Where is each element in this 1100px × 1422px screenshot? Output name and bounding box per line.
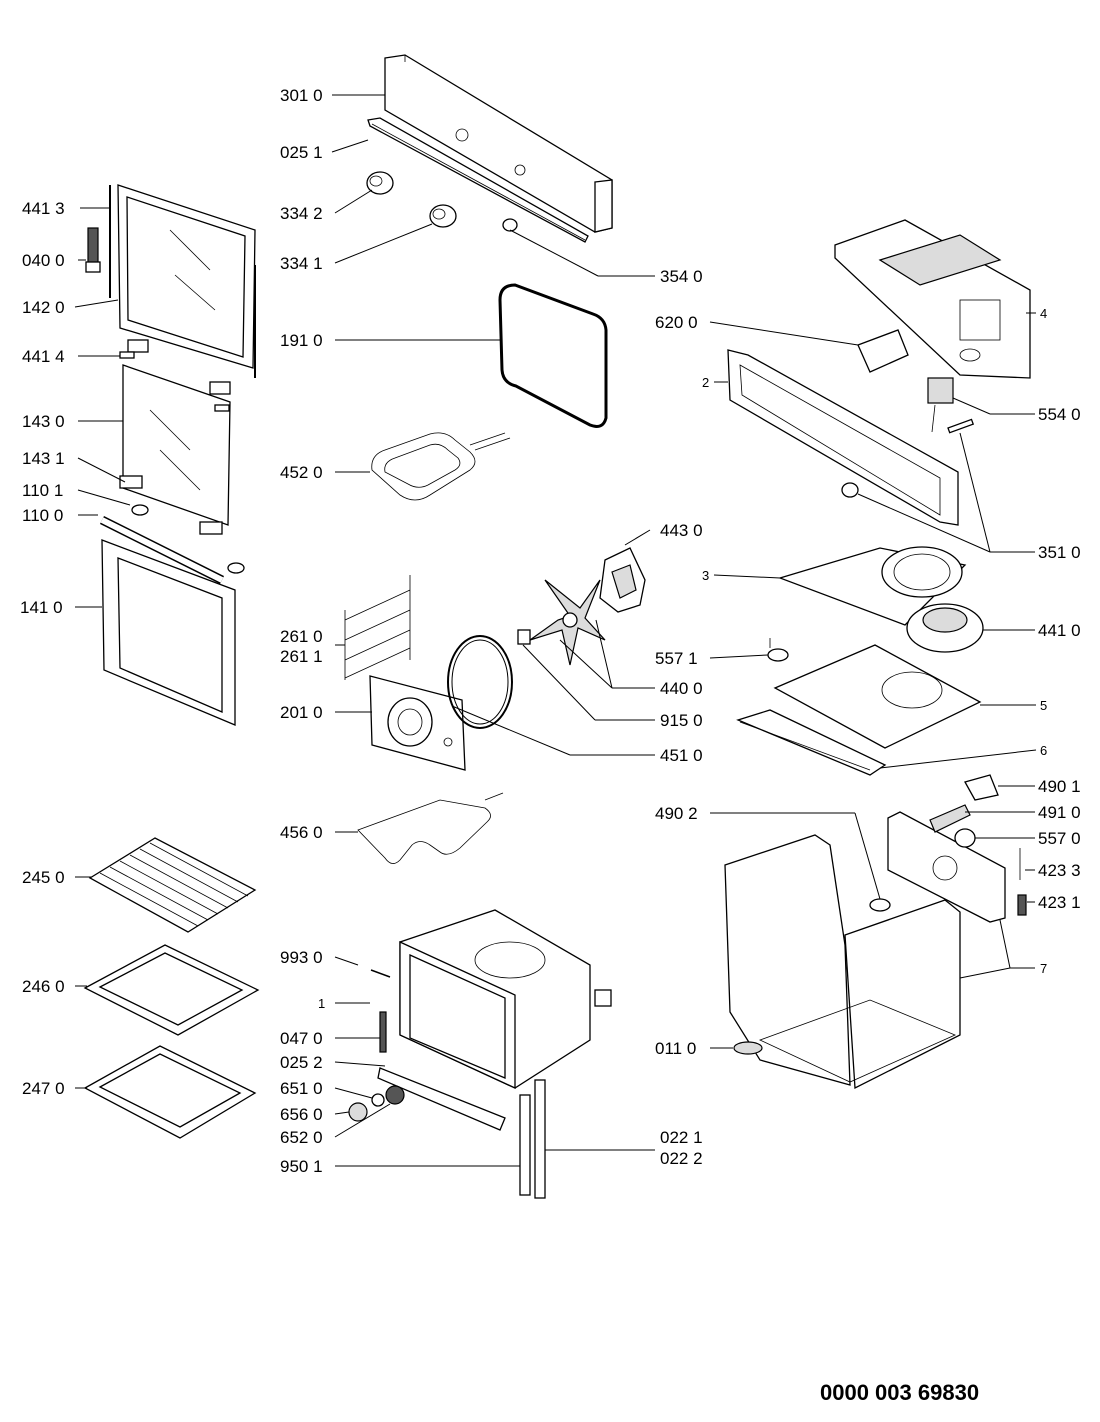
label-3010: 301 0 bbox=[280, 86, 323, 105]
deep-tray-part bbox=[83, 1045, 257, 1139]
hinge-part bbox=[85, 227, 101, 273]
label-6510: 651 0 bbox=[280, 1079, 323, 1098]
label-3342: 334 2 bbox=[280, 204, 323, 223]
panel-bracket-part bbox=[367, 117, 589, 243]
casing-7-part bbox=[724, 834, 961, 1090]
label-2460: 246 0 bbox=[22, 977, 65, 996]
document-number: 0000 003 69830 bbox=[820, 1380, 980, 1405]
label-2470: 247 0 bbox=[22, 1079, 65, 1098]
door-glass-part bbox=[122, 364, 231, 526]
lamp-part bbox=[841, 482, 859, 498]
small-parts-right bbox=[733, 774, 1027, 1055]
label-1: 1 bbox=[318, 996, 325, 1011]
rear-panel-4-part bbox=[834, 219, 1031, 379]
cavity-bottom-parts bbox=[348, 969, 546, 1199]
electronics-part bbox=[887, 804, 1006, 923]
thermostat-part bbox=[927, 377, 975, 434]
label-6: 6 bbox=[1040, 743, 1047, 758]
knob-3342-part bbox=[366, 171, 394, 195]
label-9930: 993 0 bbox=[280, 948, 323, 967]
label-2611: 261 1 bbox=[280, 647, 323, 666]
label-4901: 490 1 bbox=[1038, 777, 1081, 796]
fan-housing-part bbox=[857, 329, 909, 373]
outer-door-part bbox=[101, 539, 236, 726]
label-4510: 451 0 bbox=[660, 746, 703, 765]
label-2610: 261 0 bbox=[280, 627, 323, 646]
label-1410: 141 0 bbox=[20, 598, 63, 617]
fan-cover-part bbox=[369, 675, 466, 771]
cooling-fan-part bbox=[906, 603, 984, 653]
thermal-cutout-part bbox=[767, 638, 789, 662]
label-3540: 354 0 bbox=[660, 267, 703, 286]
label-0221: 022 1 bbox=[660, 1128, 703, 1147]
knob-3540-part bbox=[502, 218, 518, 232]
label-1420: 142 0 bbox=[22, 298, 65, 317]
label-4560: 456 0 bbox=[280, 823, 323, 842]
label-4410: 441 0 bbox=[1038, 621, 1081, 640]
label-5540: 554 0 bbox=[1038, 405, 1081, 424]
label-6520: 652 0 bbox=[280, 1128, 323, 1147]
label-4414: 441 4 bbox=[22, 347, 65, 366]
label-1101: 110 1 bbox=[22, 481, 63, 500]
control-panel-part bbox=[384, 54, 613, 233]
grill-element-part bbox=[371, 432, 511, 501]
label-2: 2 bbox=[702, 375, 709, 390]
label-3341: 334 1 bbox=[280, 254, 323, 273]
label-5: 5 bbox=[1040, 698, 1047, 713]
label-0470: 047 0 bbox=[280, 1029, 323, 1048]
wire-shelf-part bbox=[88, 837, 257, 933]
label-4231: 423 1 bbox=[1038, 893, 1081, 912]
label-4233: 423 3 bbox=[1038, 861, 1081, 880]
label-9150: 915 0 bbox=[660, 711, 703, 730]
label-4413: 441 3 bbox=[22, 199, 65, 218]
label-1910: 191 0 bbox=[280, 331, 323, 350]
fan-motor-part bbox=[599, 547, 646, 613]
baking-tray-part bbox=[83, 944, 260, 1036]
part-labels: 301 0 025 1 334 2 334 1 354 0 191 0 452 … bbox=[20, 86, 1081, 1176]
label-1430: 143 0 bbox=[22, 412, 65, 431]
label-4: 4 bbox=[1040, 306, 1047, 321]
label-3: 3 bbox=[702, 568, 709, 583]
bottom-plate-6-part bbox=[736, 709, 887, 776]
label-6560: 656 0 bbox=[280, 1105, 323, 1124]
door-gasket-part bbox=[498, 283, 608, 428]
label-4910: 491 0 bbox=[1038, 803, 1081, 822]
cut-out-5-part bbox=[773, 644, 982, 749]
bottom-element-part bbox=[357, 792, 504, 864]
leader-lines bbox=[74, 94, 1037, 1167]
label-2450: 245 0 bbox=[22, 868, 65, 887]
circular-element-part bbox=[447, 635, 513, 729]
shelf-support-part bbox=[344, 575, 411, 680]
label-0110: 011 0 bbox=[655, 1039, 696, 1058]
label-2010: 201 0 bbox=[280, 703, 323, 722]
label-4902: 490 2 bbox=[655, 804, 698, 823]
label-5571: 557 1 bbox=[655, 649, 698, 668]
label-0222: 022 2 bbox=[660, 1149, 703, 1168]
label-4400: 440 0 bbox=[660, 679, 703, 698]
label-0252: 025 2 bbox=[280, 1053, 323, 1072]
label-5570: 557 0 bbox=[1038, 829, 1081, 848]
label-0400: 040 0 bbox=[22, 251, 65, 270]
label-4430: 443 0 bbox=[660, 521, 703, 540]
label-1100: 110 0 bbox=[22, 506, 63, 525]
door-handle-part bbox=[99, 504, 245, 585]
top-plate-3-part bbox=[777, 546, 967, 626]
label-9501: 950 1 bbox=[280, 1157, 323, 1176]
control-frame-2-part bbox=[727, 349, 959, 526]
oven-cavity-part bbox=[399, 909, 612, 1090]
glass-clips-part bbox=[119, 339, 231, 535]
label-6200: 620 0 bbox=[655, 313, 698, 332]
knob-3341-part bbox=[429, 204, 457, 228]
label-3510: 351 0 bbox=[1038, 543, 1081, 562]
label-4520: 452 0 bbox=[280, 463, 323, 482]
label-7: 7 bbox=[1040, 961, 1047, 976]
inner-door-frame-part bbox=[109, 184, 256, 378]
label-0251: 025 1 bbox=[280, 143, 323, 162]
fan-blade-part bbox=[517, 579, 606, 666]
label-1431: 143 1 bbox=[22, 449, 65, 468]
